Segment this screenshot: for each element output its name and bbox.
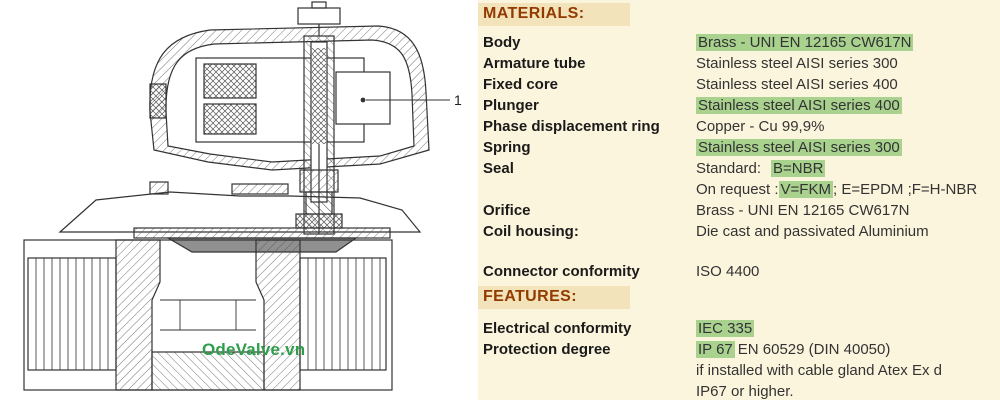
spec-row-plunger: Plunger Stainless steel AISI series 400 <box>478 95 994 116</box>
brand-watermark: OdeValve.vn <box>202 340 306 359</box>
plunger <box>312 48 326 144</box>
spec-value: Standard:B=NBR <box>696 160 826 177</box>
valve-cross-section-drawing: 1 <box>23 1 462 391</box>
spec-label: Spring <box>483 139 531 156</box>
spec-label: Fixed core <box>483 76 559 93</box>
spec-label <box>478 360 696 381</box>
part-callout-number: 1 <box>454 92 462 108</box>
spec-value: IP67 or higher. <box>696 383 794 400</box>
spec-label: Protection degree <box>483 341 611 358</box>
spec-label: Connector conformity <box>483 263 640 280</box>
inlet-port <box>27 257 117 371</box>
spec-pane: MATERIALS: Body Brass - UNI EN 12165 CW6… <box>478 0 1000 400</box>
spec-row-fixed-core: Fixed core Stainless steel AISI series 4… <box>478 74 994 95</box>
spec-label: Electrical conformity <box>483 320 632 337</box>
materials-table: Body Brass - UNI EN 12165 CW617N Armatur… <box>478 32 994 282</box>
spec-value: On request :V=FKM; E=EPDM ;F=H-NBR <box>696 181 978 198</box>
diaphragm <box>133 227 391 239</box>
spec-value: IEC 335 <box>696 320 755 337</box>
connector-block <box>297 7 341 25</box>
spec-label <box>478 381 696 402</box>
spec-row-electrical-conformity: Electrical conformity IEC 335 <box>478 318 994 339</box>
spec-row-coil-housing: Coil housing: Die cast and passivated Al… <box>478 221 994 242</box>
spec-value: Stainless steel AISI series 400 <box>696 76 898 93</box>
materials-header: MATERIALS: <box>478 3 630 26</box>
spec-label <box>478 179 696 200</box>
spec-row-armature-tube: Armature tube Stainless steel AISI serie… <box>478 53 994 74</box>
spec-value: Brass - UNI EN 12165 CW617N <box>696 202 910 219</box>
spec-label: Orifice <box>483 202 531 219</box>
features-header: FEATURES: <box>478 286 630 309</box>
spec-row-seal: Seal Standard:B=NBR <box>478 158 994 179</box>
spec-value: Die cast and passivated Aluminium <box>696 223 929 240</box>
spec-row-seal-on-request: On request :V=FKM; E=EPDM ;F=H-NBR <box>478 179 994 200</box>
spec-row-body: Body Brass - UNI EN 12165 CW617N <box>478 32 994 53</box>
spec-label: Armature tube <box>483 55 586 72</box>
spec-label: Phase displacement ring <box>483 118 660 135</box>
spec-row-connector-conformity: Connector conformity ISO 4400 <box>478 261 994 282</box>
spec-row-spring: Spring Stainless steel AISI series 300 <box>478 137 994 158</box>
spec-row-protection-note-2: IP67 or higher. <box>478 381 994 402</box>
spec-label: Seal <box>483 160 514 177</box>
spec-value: Stainless steel AISI series 300 <box>696 55 898 72</box>
spec-row-protection-note-1: if installed with cable gland Atex Ex d <box>478 360 994 381</box>
spec-value: Copper - Cu 99,9% <box>696 118 825 135</box>
outlet-port <box>299 257 387 371</box>
spec-value: Brass - UNI EN 12165 CW617N <box>696 34 914 51</box>
spec-value: if installed with cable gland Atex Ex d <box>696 362 942 379</box>
spec-label: Plunger <box>483 97 539 114</box>
spec-row-orifice: Orifice Brass - UNI EN 12165 CW617N <box>478 200 994 221</box>
bonnet-flange <box>58 191 422 233</box>
features-table: Electrical conformity IEC 335 Protection… <box>478 318 994 402</box>
spec-row-phase-displacement-ring: Phase displacement ring Copper - Cu 99,9… <box>478 116 994 137</box>
drawing-pane: 1 OdeValve.vn <box>0 0 478 400</box>
spec-label: Body <box>483 34 521 51</box>
spec-value: Stainless steel AISI series 400 <box>696 97 902 114</box>
spec-value: ISO 4400 <box>696 263 760 280</box>
spec-value: Stainless steel AISI series 300 <box>696 139 902 156</box>
connector-bolt <box>311 1 327 9</box>
spec-label: Coil housing: <box>483 223 579 240</box>
